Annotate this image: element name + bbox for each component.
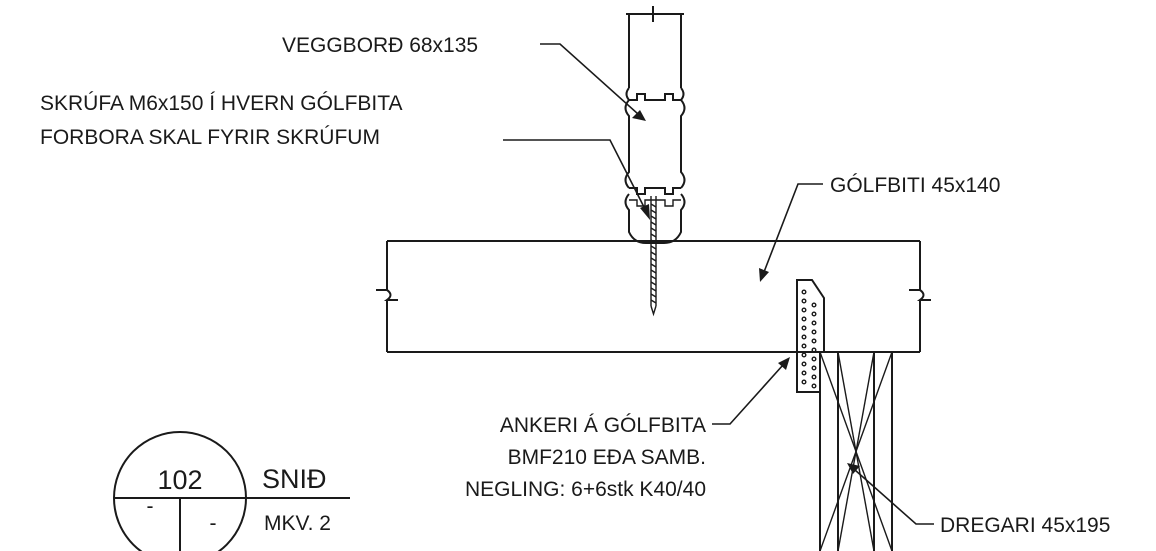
leader-anchor [712,357,790,425]
leader-floor-joist [759,183,823,282]
leader-wall-board [540,43,646,121]
wall-board-label: VEGGBORÐ 68x135 [282,34,478,57]
nail-hole-icon [811,302,817,308]
nail-hole-icon [811,356,817,362]
nail-hole-icon [801,343,807,349]
wall-board [624,6,686,244]
nail-hole-icon [811,338,817,344]
anchor-label-line2: BMF210 EÐA SAMB. [508,446,706,469]
nail-hole-icon [801,370,807,376]
nail-hole-icon [811,311,817,317]
beam-label: DREGARI 45x195 [940,514,1110,537]
nail-hole-icon [801,379,807,385]
nail-hole-icon [801,298,807,304]
leader-screw [503,139,650,220]
beam [819,351,893,551]
nail-hole-icon [811,329,817,335]
nail-hole-icon [801,325,807,331]
nail-hole-icon [801,334,807,340]
section-number: 102 [157,465,202,495]
nail-hole-icon [811,374,817,380]
floor-joist [376,240,931,353]
nail-hole-icon [801,352,807,358]
nail-hole-icon [801,289,807,295]
floor-joist-label: GÓLFBITI 45x140 [830,174,1000,197]
sheet-right: - [210,512,217,535]
screw-icon [650,196,657,317]
section-title: SNIÐ [262,464,327,494]
nail-hole-icon [811,365,817,371]
leader-beam [847,463,934,525]
nail-hole-icon [801,316,807,322]
sheet-left: - [147,495,154,518]
anchor-label-line3: NEGLING: 6+6stk K40/40 [465,478,706,501]
nail-hole-icon [801,361,807,367]
scale-label: MKV. 2 [264,512,331,535]
screw-label-line1: SKRÚFA M6x150 Í HVERN GÓLFBITA [40,92,403,115]
title-block: 102 - - SNIÐ MKV. 2 [113,431,350,551]
anchor-label-line1: ANKERI Á GÓLFBITA [500,414,706,437]
nail-hole-icon [801,307,807,313]
nail-hole-icon [811,347,817,353]
screw-label-line2: FORBORA SKAL FYRIR SKRÚFUM [40,126,380,149]
nail-hole-icon [811,320,817,326]
nail-hole-icon [811,383,817,389]
